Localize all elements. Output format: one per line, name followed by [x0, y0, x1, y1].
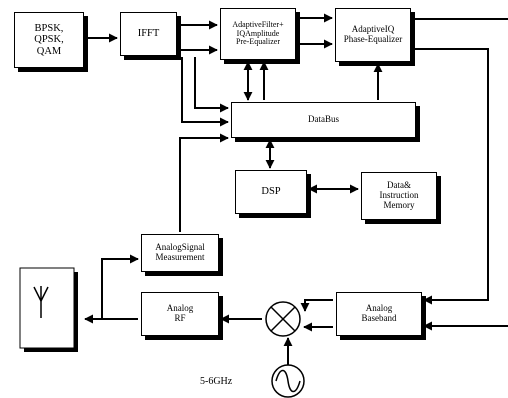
analog-signal-measurement-label: AnalogSignal Measurement: [155, 242, 205, 262]
adaptive-filter-block: AdaptiveFilter+ IQAmplitude Pre-Equalize…: [220, 8, 296, 60]
oscillator-frequency-label: 5-6GHz: [200, 376, 233, 387]
analog-rf-block: Analog RF: [141, 292, 219, 336]
oscillator-icon: [271, 364, 305, 398]
analog-baseband-label: Analog Baseband: [361, 303, 397, 323]
antenna-block: [19, 267, 78, 352]
arrow-baseband-to-mixer-1: [300, 299, 333, 312]
databus-label: DataBus: [308, 114, 339, 125]
arrow-feed-to-measure: [101, 254, 139, 319]
adaptive-filter-label: AdaptiveFilter+ IQAmplitude Pre-Equalize…: [232, 20, 284, 47]
dsp-label: DSP: [261, 186, 281, 198]
adaptive-iq-label: AdaptiveIQ Phase-Equalizer: [343, 24, 403, 44]
modulation-block: BPSK, QPSK, QAM: [14, 12, 84, 68]
arrow-ifft-to-databus-2: [194, 57, 229, 113]
analog-signal-measurement-block: AnalogSignal Measurement: [141, 234, 219, 272]
adaptive-iq-block: AdaptiveIQ Phase-Equalizer: [335, 8, 411, 62]
arrow-ifft-to-databus-1: [181, 57, 229, 127]
antenna-icon: [33, 286, 49, 318]
analog-baseband-block: Analog Baseband: [336, 292, 422, 336]
arrow-measure-to-databus: [179, 133, 229, 232]
databus-block: DataBus: [231, 102, 416, 138]
dsp-block: DSP: [235, 170, 307, 214]
analog-rf-label: Analog RF: [166, 303, 194, 323]
ifft-block: IFFT: [120, 12, 177, 56]
ifft-label: IFFT: [137, 28, 160, 40]
mixer-icon: [265, 301, 301, 337]
memory-label: Data& Instruction Memory: [379, 180, 419, 210]
modulation-label: BPSK, QPSK, QAM: [34, 23, 64, 57]
memory-block: Data& Instruction Memory: [361, 172, 437, 220]
